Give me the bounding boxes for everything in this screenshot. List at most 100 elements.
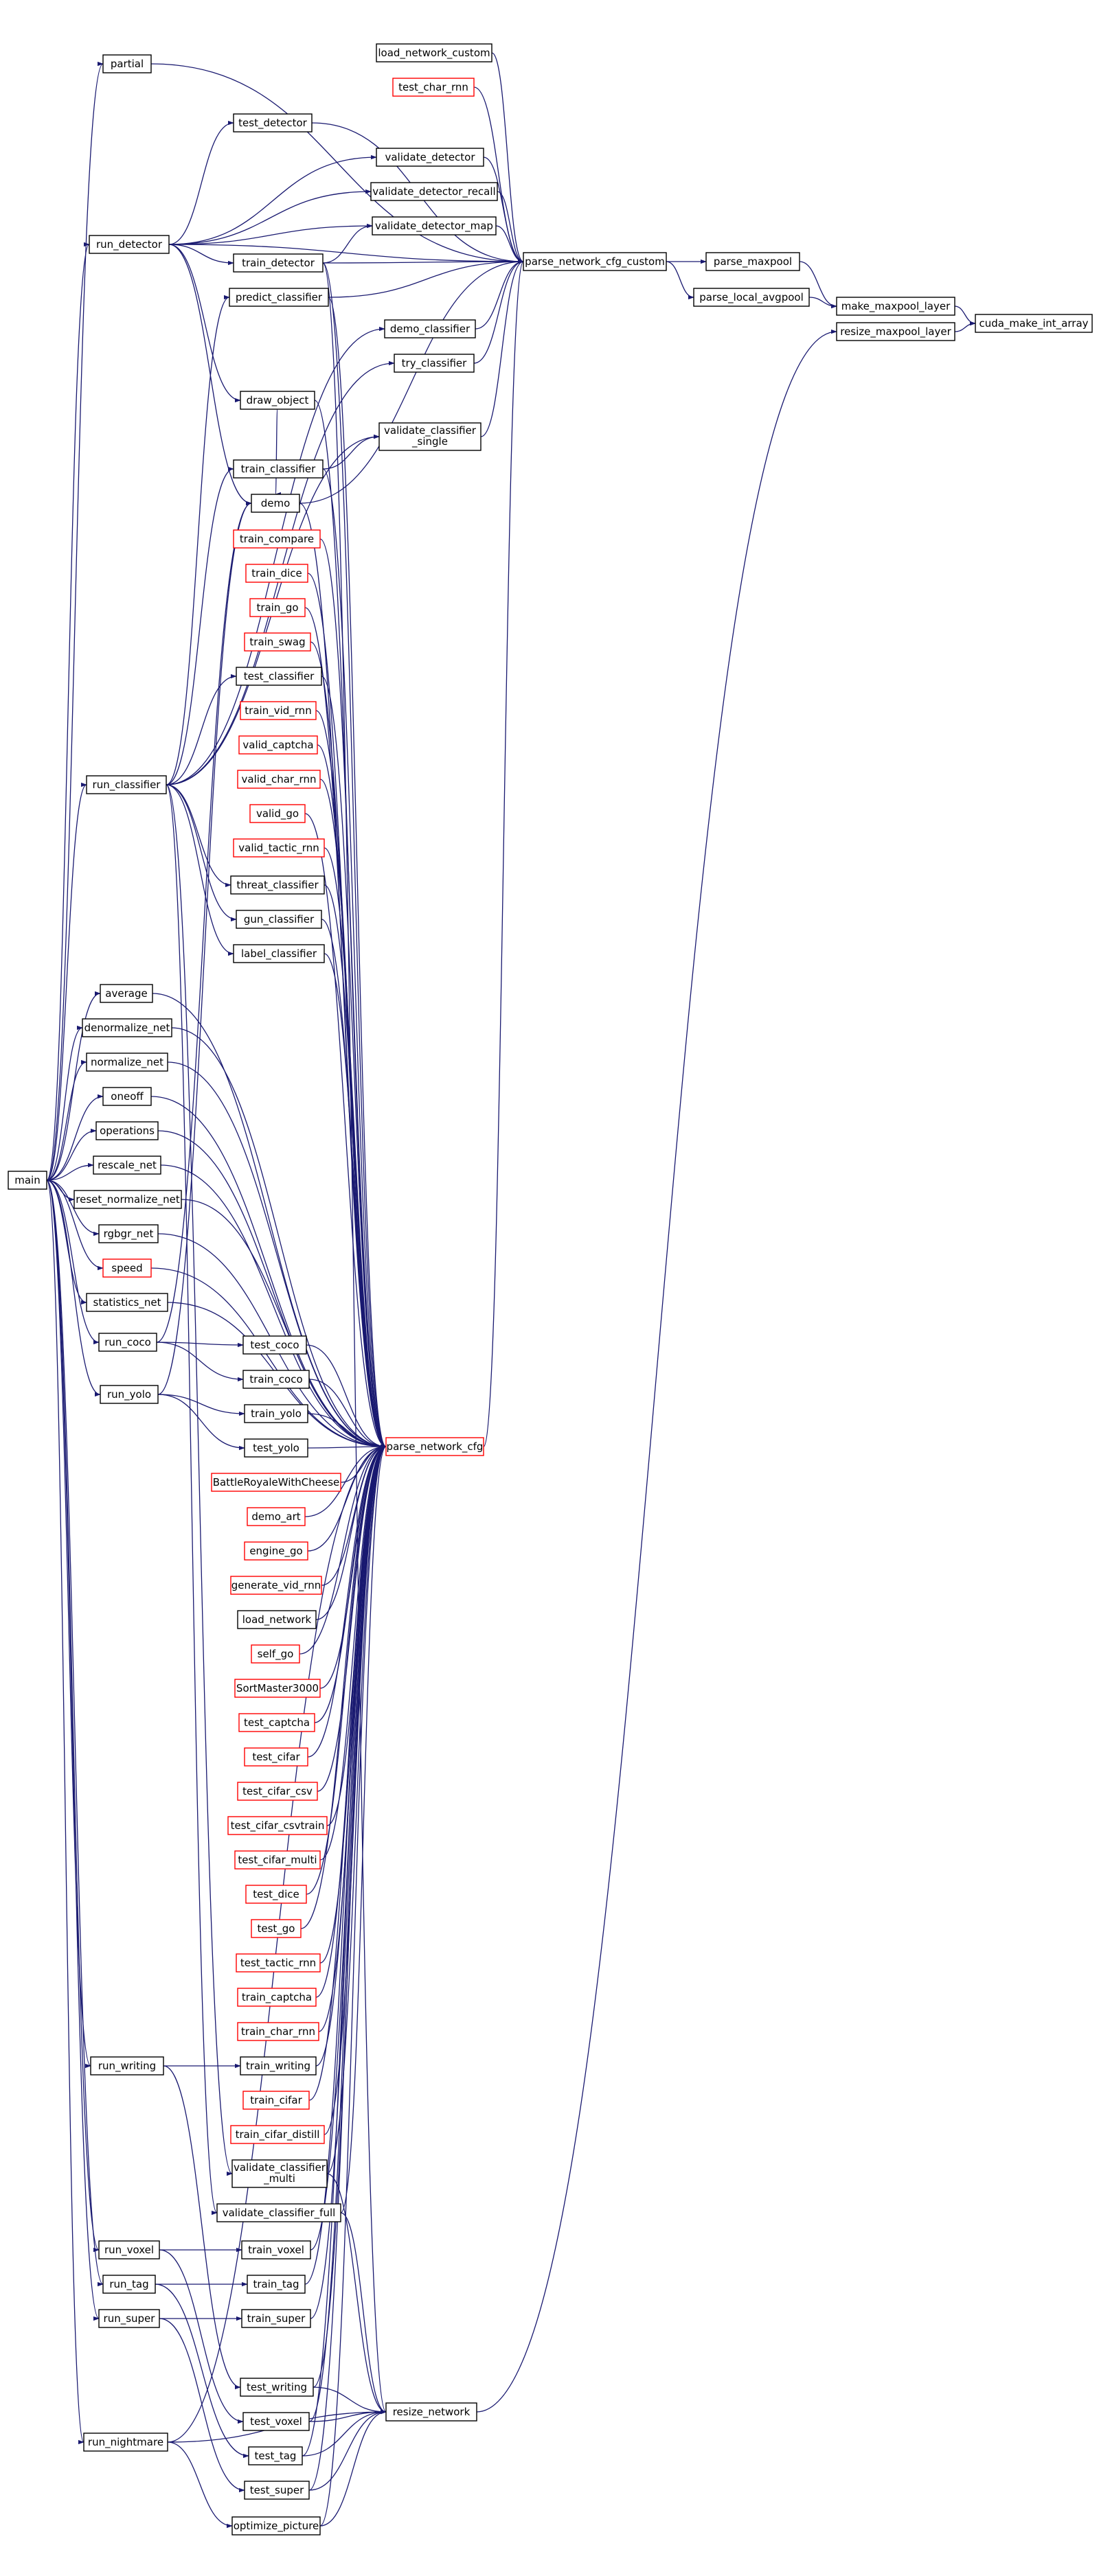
node-validate_detector[interactable]: validate_detector: [376, 148, 484, 167]
node-predict_classifier[interactable]: predict_classifier: [229, 288, 329, 307]
node-train_dice[interactable]: train_dice: [245, 564, 308, 583]
node-label_classifier[interactable]: label_classifier: [233, 944, 325, 963]
node-engine_go[interactable]: engine_go: [244, 1541, 308, 1561]
node-demo[interactable]: demo: [251, 494, 300, 513]
node-valid_tactic_rnn[interactable]: valid_tactic_rnn: [233, 838, 325, 858]
node-demo_classifier[interactable]: demo_classifier: [384, 319, 476, 338]
node-test_writing[interactable]: test_writing: [240, 2378, 314, 2397]
node-operations[interactable]: operations: [95, 1121, 159, 1140]
node-test_tag[interactable]: test_tag: [248, 2446, 303, 2465]
node-train_writing[interactable]: train_writing: [240, 2056, 317, 2075]
node-test_char_rnn[interactable]: test_char_rnn: [392, 78, 475, 97]
node-box: [372, 216, 497, 235]
node-parse_network_cfg[interactable]: parse_network_cfg: [385, 1437, 484, 1456]
node-train_voxel[interactable]: train_voxel: [241, 2240, 311, 2259]
node-rescale_net[interactable]: rescale_net: [93, 1155, 161, 1175]
node-run_classifier[interactable]: run_classifier: [86, 775, 167, 794]
node-train_cifar_distill[interactable]: train_cifar_distill: [230, 2125, 325, 2144]
node-box: [242, 2091, 310, 2110]
node-try_classifier[interactable]: try_classifier: [394, 354, 475, 373]
node-train_char_rnn[interactable]: train_char_rnn: [237, 2022, 319, 2041]
node-parse_maxpool[interactable]: parse_maxpool: [705, 252, 800, 271]
node-test_yolo[interactable]: test_yolo: [244, 1438, 308, 1458]
node-train_cifar[interactable]: train_cifar: [242, 2091, 310, 2110]
node-run_voxel[interactable]: run_voxel: [98, 2240, 160, 2259]
node-partial[interactable]: partial: [102, 54, 152, 73]
node-denormalize_net[interactable]: denormalize_net: [82, 1018, 172, 1037]
node-train_yolo[interactable]: train_yolo: [244, 1404, 308, 1423]
node-box: [95, 1121, 159, 1140]
node-validate_classifier_multi[interactable]: validate_classifier_multi: [231, 2159, 328, 2188]
node-box: [233, 459, 324, 479]
node-validate_classifier_full[interactable]: validate_classifier_full: [216, 2203, 341, 2222]
node-test_tactic_rnn[interactable]: test_tactic_rnn: [236, 1953, 321, 1973]
node-validate_detector_recall[interactable]: validate_detector_recall: [370, 182, 498, 201]
node-valid_go[interactable]: valid_go: [249, 804, 306, 823]
node-valid_char_rnn[interactable]: valid_char_rnn: [237, 770, 321, 789]
node-resize_maxpool_layer[interactable]: resize_maxpool_layer: [836, 322, 955, 341]
node-train_coco[interactable]: train_coco: [242, 1370, 310, 1389]
node-box: [238, 735, 318, 755]
node-test_detector[interactable]: test_detector: [233, 113, 313, 133]
node-train_vid_rnn[interactable]: train_vid_rnn: [240, 701, 317, 720]
node-test_cifar[interactable]: test_cifar: [244, 1747, 308, 1767]
node-train_detector[interactable]: train_detector: [233, 253, 324, 273]
node-make_maxpool_layer[interactable]: make_maxpool_layer: [836, 297, 955, 316]
node-gun_classifier[interactable]: gun_classifier: [236, 910, 322, 929]
node-box: [233, 529, 321, 549]
node-SortMaster3000[interactable]: SortMaster3000: [234, 1679, 321, 1698]
node-train_tag[interactable]: train_tag: [247, 2275, 306, 2294]
node-resize_network[interactable]: resize_network: [385, 2402, 477, 2422]
node-validate_detector_map[interactable]: validate_detector_map: [372, 216, 497, 235]
edge-reset_normalize_net-to-parse_network_cfg: [181, 1199, 387, 1449]
node-run_yolo[interactable]: run_yolo: [100, 1385, 159, 1404]
node-parse_local_avgpool[interactable]: parse_local_avgpool: [693, 288, 810, 307]
node-train_captcha[interactable]: train_captcha: [237, 1988, 317, 2007]
node-optimize_picture[interactable]: optimize_picture: [231, 2516, 321, 2535]
node-load_network_custom[interactable]: load_network_custom: [376, 43, 492, 62]
node-run_nightmare[interactable]: run_nightmare: [83, 2433, 168, 2452]
node-train_classifier[interactable]: train_classifier: [233, 459, 324, 479]
node-run_detector[interactable]: run_detector: [89, 235, 170, 254]
node-validate_classifier_single[interactable]: validate_classifier_single: [378, 422, 481, 451]
node-main[interactable]: main: [8, 1171, 47, 1190]
node-train_compare[interactable]: train_compare: [233, 529, 321, 549]
node-test_cifar_multi[interactable]: test_cifar_multi: [234, 1850, 321, 1870]
node-run_tag[interactable]: run_tag: [102, 2275, 156, 2294]
node-statistics_net[interactable]: statistics_net: [86, 1293, 168, 1312]
node-train_go[interactable]: train_go: [249, 598, 306, 617]
edge-run_classifier-to-demo_classifier: [166, 326, 385, 785]
node-self_go[interactable]: self_go: [251, 1644, 300, 1664]
node-speed[interactable]: speed: [102, 1258, 152, 1278]
node-reset_normalize_net[interactable]: reset_normalize_net: [73, 1190, 182, 1209]
node-test_dice[interactable]: test_dice: [245, 1885, 307, 1904]
node-test_super[interactable]: test_super: [244, 2481, 310, 2500]
node-train_swag[interactable]: train_swag: [244, 632, 311, 652]
node-generate_vid_rnn[interactable]: generate_vid_rnn: [230, 1576, 322, 1595]
node-run_writing[interactable]: run_writing: [90, 2056, 164, 2075]
node-run_super[interactable]: run_super: [98, 2309, 160, 2328]
node-cuda_make_int_array[interactable]: cuda_make_int_array: [975, 314, 1093, 333]
node-demo_art[interactable]: demo_art: [247, 1507, 306, 1526]
node-normalize_net[interactable]: normalize_net: [86, 1053, 168, 1072]
node-draw_object[interactable]: draw_object: [240, 391, 315, 410]
node-label: train_go: [256, 601, 298, 614]
node-test_voxel[interactable]: test_voxel: [242, 2412, 310, 2431]
node-average[interactable]: average: [100, 984, 153, 1003]
node-test_captcha[interactable]: test_captcha: [238, 1713, 315, 1732]
node-parse_network_cfg_custom[interactable]: parse_network_cfg_custom: [523, 252, 667, 271]
node-threat_classifier[interactable]: threat_classifier: [230, 875, 325, 895]
node-BattleRoyaleWithCheese[interactable]: BattleRoyaleWithCheese: [211, 1473, 341, 1492]
edge-label_classifier-to-parse_network_cfg: [324, 953, 387, 1449]
node-test_classifier[interactable]: test_classifier: [236, 667, 322, 686]
node-test_coco[interactable]: test_coco: [242, 1335, 307, 1355]
node-rgbgr_net[interactable]: rgbgr_net: [98, 1224, 159, 1243]
node-valid_captcha[interactable]: valid_captcha: [238, 735, 318, 755]
node-run_coco[interactable]: run_coco: [98, 1333, 157, 1352]
node-load_network[interactable]: load_network: [237, 1610, 317, 1629]
node-train_super[interactable]: train_super: [241, 2309, 311, 2328]
node-test_cifar_csvtrain[interactable]: test_cifar_csvtrain: [227, 1816, 328, 1835]
node-test_go[interactable]: test_go: [251, 1919, 302, 1938]
node-test_cifar_csv[interactable]: test_cifar_csv: [237, 1782, 318, 1801]
node-oneoff[interactable]: oneoff: [102, 1087, 152, 1106]
